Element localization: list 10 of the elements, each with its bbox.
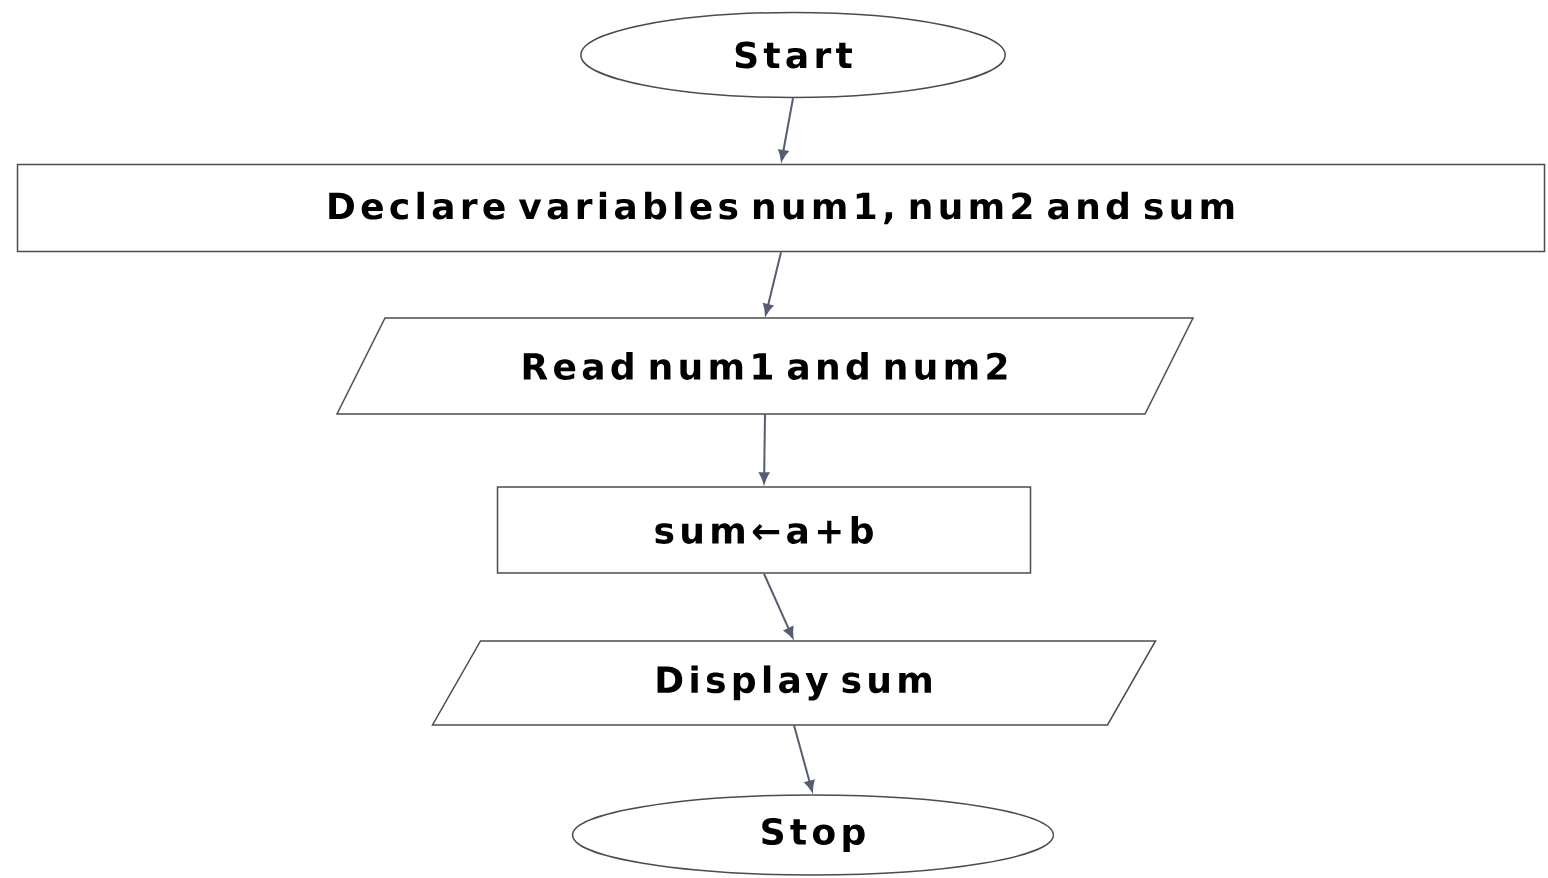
terminal-oval: Start [580, 11, 1006, 99]
process-box: sum←a+b [496, 486, 1032, 574]
arrow [763, 572, 794, 639]
io-parallelogram: Display sum [431, 640, 1157, 726]
process-box: Declare variables num1, num2 and sum [16, 163, 1546, 253]
arrow [778, 97, 794, 162]
arrow [793, 724, 815, 792]
arrow [759, 413, 770, 484]
terminal-oval: Stop [571, 794, 1055, 876]
arrow [763, 251, 782, 316]
